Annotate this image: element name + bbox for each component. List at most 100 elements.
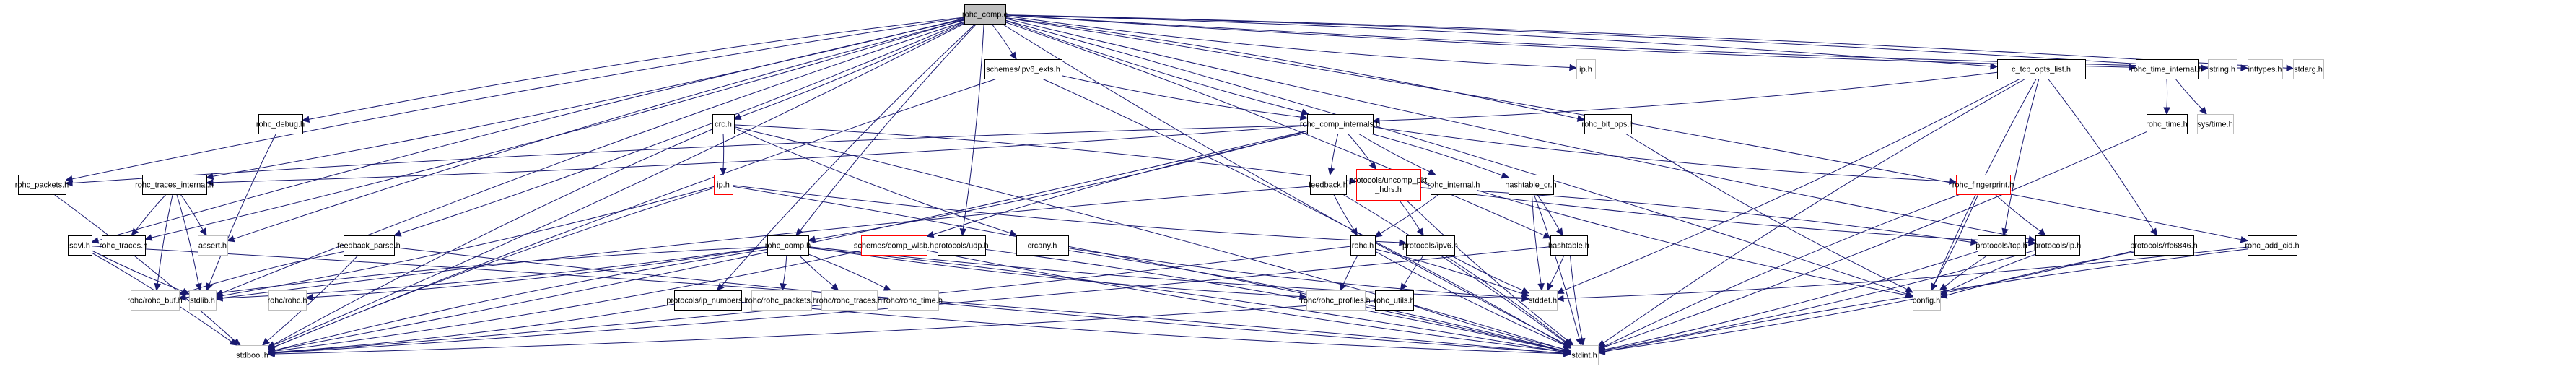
edge-rohc_comp_c-to-protocols_ip_numbers_h: [721, 23, 976, 286]
edge-rohc_comp_internals_h-to-feedback_h: [1330, 133, 1339, 169]
node-sdvl-h[interactable]: sdvl.h: [68, 235, 92, 256]
node-box: [1431, 175, 1477, 195]
node-rohc-comp-c[interactable]: rohc_comp.c: [962, 4, 1008, 25]
node-rohc-debug-h[interactable]: rohc_debug.h: [256, 114, 305, 134]
node-label: rohc_fingerprint.h: [1952, 181, 2014, 190]
arrowhead-rohc_h: [1350, 227, 1358, 237]
node-rohc-bit-ops-h[interactable]: rohc_bit_ops.h: [1581, 114, 1634, 134]
edge-rohc_comp_internals_h-to-rohc_fingerprint_h: [1372, 126, 1950, 182]
node-rohc-traces-h[interactable]: rohc_traces.h: [100, 235, 148, 256]
node-rohc-comp-internals-h[interactable]: rohc_comp_internals.h: [1300, 114, 1380, 134]
node-protocols-ip-h[interactable]: protocols/ip.h: [2034, 235, 2081, 256]
node-label: rohc/rohc_packets.h: [746, 297, 817, 305]
node-label: stdbool.h: [236, 352, 268, 360]
arrowhead-rohc_rohc_buf_h: [154, 282, 162, 292]
node-box: [1576, 59, 1596, 79]
node-stdlib-h: stdlib.h: [189, 290, 217, 311]
edge-rohc_utils_h-to-stdbool_h: [274, 300, 1376, 355]
node-label: protocols/ipv6.h: [1402, 242, 1458, 251]
edge-crc_h-to-ip_h: [722, 133, 725, 169]
node-crcany-h[interactable]: crcany.h: [1016, 235, 1069, 256]
node-rohc-h[interactable]: rohc.h: [1350, 235, 1376, 256]
node-rohc-internal-h[interactable]: rohc_internal.h: [1428, 175, 1480, 195]
edge-rohc_comp_c-to-sdvl_h: [97, 19, 965, 241]
edge-rohc_traces_internal_h-to-rohc_rohc_buf_h: [157, 194, 173, 285]
node-rohc-packets-h[interactable]: rohc_packets.h: [15, 175, 69, 195]
edge-rohc_comp_c-to-feedback_parse_h: [400, 21, 965, 234]
edge-rohc_comp_c-to-stdbool_h: [273, 23, 965, 346]
edge-feedback_parse_h-to-rohc_rohc_buf_h: [185, 251, 344, 293]
arrowhead-protocols_ip_h: [2028, 239, 2037, 246]
node-protocols-ipv6-h[interactable]: protocols/ipv6.h: [1402, 235, 1458, 256]
node-rohc-add-cid-h[interactable]: rohc_add_cid.h: [2245, 235, 2300, 256]
node-hashtable-cr-h[interactable]: hashtable_cr.h: [1505, 175, 1557, 195]
edge-rohc_time_h-to-stdint_h: [1604, 131, 2147, 348]
arrowhead-rohc_rohc_time_h: [883, 284, 892, 291]
edge-hashtable_cr_h-to-stdint_h: [1533, 194, 1580, 339]
node-rohc-comp-h[interactable]: rohc_comp.h: [765, 235, 811, 256]
arrowhead-rohc_rohc_profiles_h: [1299, 292, 1308, 300]
edge-rohc_comp_internals_h-to-hashtable_cr_h: [1370, 133, 1503, 176]
node-schemes-comp-wlsb-h[interactable]: schemes/comp_wlsb.h: [854, 235, 934, 256]
node-box: [938, 235, 986, 256]
node-protocols-uncomp-pkt-hdrs-h[interactable]: protocols/uncomp_pkt_hdrs.h: [1350, 169, 1428, 201]
node-protocols-tcp-h[interactable]: protocols/tcp.h: [1975, 235, 2027, 256]
arrowhead-protocols_tcp_h: [1970, 238, 1979, 246]
arrowhead-stdlib_h: [214, 295, 223, 302]
node-label: assert.h: [198, 242, 227, 251]
node-label: feedback_parse.h: [337, 242, 400, 251]
arrowhead-stdlib_h: [195, 282, 202, 292]
edge-rohc_comp_c-to-protocols_udp_h: [962, 23, 984, 230]
edge-rohc_comp_internals_h-to-rohc_comp_h: [814, 131, 1308, 240]
node-stdarg-h: stdarg.h: [2293, 59, 2324, 79]
node-protocols-udp-h[interactable]: protocols/udp.h: [934, 235, 989, 256]
node-crc-h[interactable]: crc.h: [712, 114, 735, 134]
node-box: [1310, 175, 1347, 195]
edge-rohc_comp_h-to-rohc_rohc_traces_h: [798, 254, 834, 287]
arrowhead-rohc_rohc_buf_h: [178, 294, 186, 301]
node-rohc-rohc-traces-h: rohc/rohc_traces.h: [816, 290, 882, 311]
node-rohc-time-h[interactable]: rohc_time.h: [2146, 114, 2188, 134]
edge-protocols_ip_numbers_h-to-stdint_h: [741, 301, 1565, 355]
edge-crcany_h-to-stddef_h: [1067, 247, 1523, 298]
node-protocols-rfc6846-h[interactable]: protocols/rfc6846.h: [2130, 235, 2198, 256]
node-box: [344, 235, 395, 256]
node-feedback-parse-h[interactable]: feedback_parse.h: [337, 235, 401, 256]
edge-rohc_comp_c-to-rohc_time_internal_h: [1005, 14, 2130, 68]
node-box: [1956, 175, 2011, 195]
node-ip-h[interactable]: ip.h: [714, 175, 733, 195]
node-label: rohc_comp.c: [962, 11, 1008, 19]
node-label: rohc/rohc_profiles.h: [1301, 297, 1371, 305]
node-schemes-ipv6-exts-h[interactable]: schemes/ipv6_exts.h: [984, 59, 1062, 79]
arrowhead-stdbool_h: [229, 338, 238, 346]
node-box: [1406, 235, 1455, 256]
edge-protocols_ipv6_h-to-stddef_h: [1449, 254, 1524, 291]
edge-rohc_h-to-stdint_h: [1374, 251, 1566, 346]
node-rohc-utils-h[interactable]: rohc_utils.h: [1374, 290, 1415, 311]
edge-protocols_rfc6846_h-to-stdint_h: [1604, 250, 2135, 352]
arrowhead-rohc_comp_internals_h: [1371, 117, 1380, 124]
node-config-h: config.h: [1913, 290, 1941, 311]
node-protocols-ip-numbers-h[interactable]: protocols/ip_numbers.h: [666, 290, 749, 311]
node-hashtable-h[interactable]: hashtable.h: [1548, 235, 1589, 256]
node-label: schemes/ipv6_exts.h: [986, 66, 1060, 74]
arrowhead-stdbool_h: [261, 338, 271, 346]
node-label: stdint.h: [1571, 352, 1597, 360]
node-c-tcp-opts-list-h[interactable]: c_tcp_opts_list.h: [1997, 59, 2086, 79]
node-rohc-fingerprint-h[interactable]: rohc_fingerprint.h: [1952, 175, 2014, 195]
node-rohc-time-internal-h[interactable]: rohc_time_internal.h: [2131, 59, 2203, 79]
arrowhead-config_h: [1939, 292, 1948, 299]
node-rohc-traces-internal-h[interactable]: rohc_traces_internal.h: [135, 175, 214, 195]
arrowhead-inttypes_h: [2240, 64, 2249, 71]
node-box: [1306, 290, 1366, 311]
arrowhead-assert_h: [226, 235, 235, 243]
node-label: rohc_traces.h: [100, 242, 148, 251]
edge-rohc_comp_c-to-rohc_packets_h: [71, 17, 965, 180]
edge-sdvl_h-to-stdlib_h: [91, 250, 183, 292]
edge-protocols_ipv6_h-to-stdint_h: [1444, 254, 1566, 342]
edge-ip_h-to-stdint_h: [732, 186, 1565, 352]
edge-rohc_comp_internals_h-to-rohc_internal_h: [1358, 133, 1430, 173]
node-feedback-h[interactable]: feedback.h: [1309, 175, 1348, 195]
edge-c_tcp_opts_list_h-to-protocols_tcp_h: [2004, 78, 2040, 230]
arrowhead-rohc_rohc_packets_h: [780, 283, 787, 292]
